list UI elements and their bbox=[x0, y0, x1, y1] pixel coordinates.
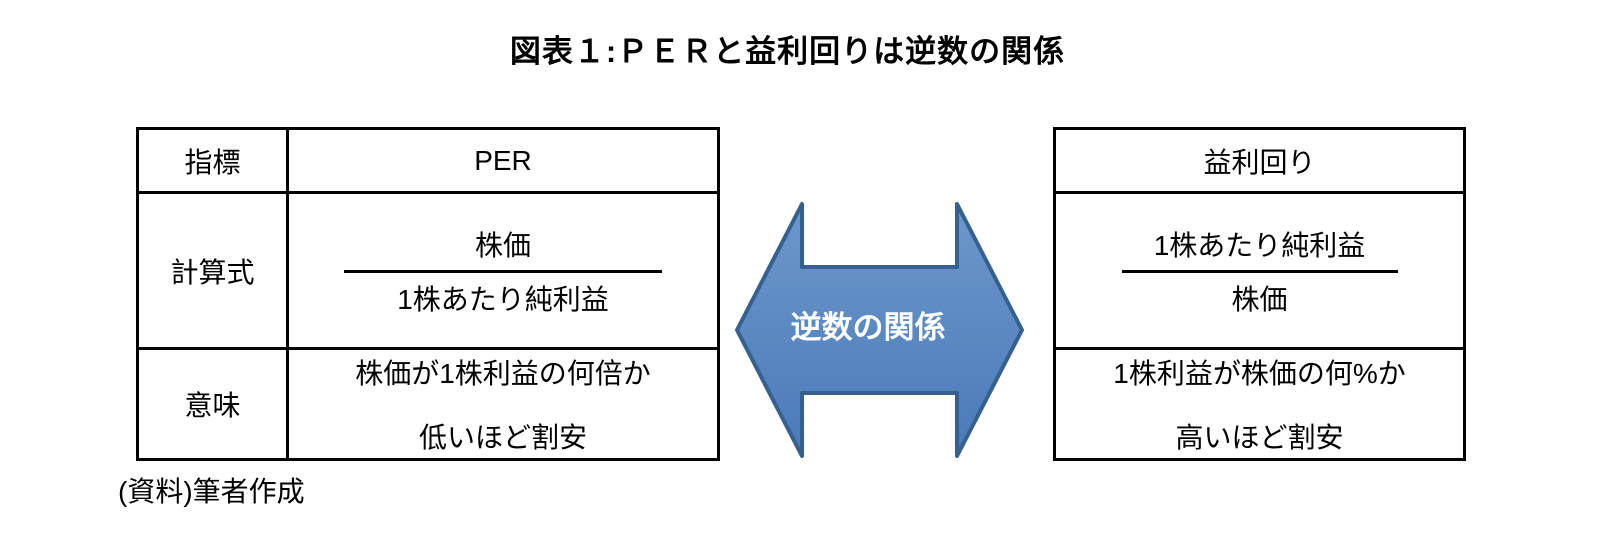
earnings-yield-meaning-cell: 1株利益が株価の何%か 高いほど割安 bbox=[1053, 347, 1466, 461]
per-formula-label: 計算式 bbox=[136, 191, 289, 350]
double-arrow-shape bbox=[735, 202, 1024, 458]
per-meaning-label: 意味 bbox=[136, 347, 289, 461]
per-formula-row: 計算式 株価 1株あたり純利益 bbox=[136, 191, 720, 350]
per-formula-denominator: 1株あたり純利益 bbox=[397, 283, 609, 315]
earnings-yield-formula-numerator: 1株あたり純利益 bbox=[1121, 224, 1398, 273]
per-formula-numerator: 株価 bbox=[344, 224, 662, 273]
earnings-yield-formula-cell: 1株あたり純利益 株価 bbox=[1053, 191, 1466, 350]
per-indicator-value: PER bbox=[286, 127, 720, 194]
figure-title: 図表１:ＰＥＲと益利回りは逆数の関係 bbox=[509, 34, 1066, 69]
earnings-yield-formula-fraction: 1株あたり純利益 株価 bbox=[1121, 224, 1398, 318]
earnings-yield-meaning-line2: 高いほど割安 bbox=[1175, 422, 1344, 453]
earnings-yield-meaning-lines: 1株利益が株価の何%か 高いほど割安 bbox=[1056, 352, 1463, 456]
earnings-yield-table: 益利回り 1株あたり純利益 株価 1株利益が株価の何%か 高いほど割安 bbox=[1053, 127, 1466, 461]
per-meaning-line1: 株価が1株利益の何倍か bbox=[355, 358, 651, 389]
per-table-header-row: 指標 PER bbox=[136, 127, 720, 194]
double-arrow-label: 逆数の関係 bbox=[790, 310, 946, 345]
per-indicator-label: 指標 bbox=[136, 127, 289, 194]
earnings-yield-meaning-line1: 1株利益が株価の何%か bbox=[1113, 358, 1406, 389]
earnings-yield-header-row: 益利回り bbox=[1053, 127, 1466, 194]
double-arrow bbox=[735, 202, 1024, 458]
per-meaning-line2: 低いほど割安 bbox=[418, 422, 587, 453]
per-table: 指標 PER 計算式 株価 1株あたり純利益 意味 株価が1株利益の何倍か 低い… bbox=[136, 127, 720, 461]
per-meaning-lines: 株価が1株利益の何倍か 低いほど割安 bbox=[289, 352, 717, 456]
per-meaning-row: 意味 株価が1株利益の何倍か 低いほど割安 bbox=[136, 347, 720, 461]
per-formula-cell: 株価 1株あたり純利益 bbox=[286, 191, 720, 350]
per-formula-fraction: 株価 1株あたり純利益 bbox=[344, 224, 662, 318]
per-meaning-cell: 株価が1株利益の何倍か 低いほど割安 bbox=[286, 347, 720, 461]
source-note: (資料)筆者作成 bbox=[118, 476, 305, 507]
earnings-yield-formula-row: 1株あたり純利益 株価 bbox=[1053, 191, 1466, 350]
earnings-yield-indicator-value: 益利回り bbox=[1053, 127, 1466, 194]
earnings-yield-meaning-row: 1株利益が株価の何%か 高いほど割安 bbox=[1053, 347, 1466, 461]
earnings-yield-formula-denominator: 株価 bbox=[1231, 283, 1288, 315]
